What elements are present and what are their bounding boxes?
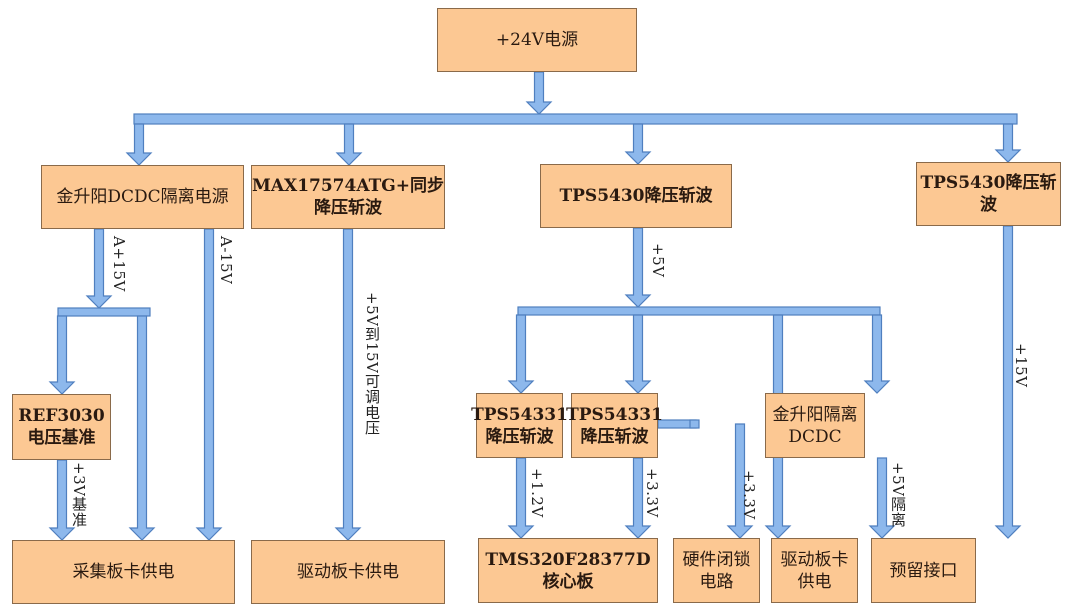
node-hardware-lock-circuit: 硬件闭锁 电路 bbox=[673, 538, 760, 603]
arrow-to-tps5430-a bbox=[624, 123, 652, 165]
label-plus-3v3-a: +3.3V bbox=[643, 468, 661, 518]
label-5v-to-15v-adjustable: +5V到15V可调电压 bbox=[363, 292, 381, 436]
arrow-to-tps54331-a bbox=[507, 314, 535, 394]
arrow-a-minus-15v bbox=[195, 228, 223, 541]
node-acquisition-board-power: 采集板卡供电 bbox=[12, 540, 235, 604]
arrow-3v3-to-core bbox=[624, 457, 652, 539]
label-a-plus-15v: A+15V bbox=[110, 236, 128, 292]
arrow-to-max17574 bbox=[335, 123, 363, 166]
arrow-15v-to-reserved bbox=[994, 225, 1022, 539]
arrow-1v2-to-core bbox=[507, 457, 535, 539]
node-24v-source: +24V电源 bbox=[437, 8, 637, 72]
arrow-a15-to-acq bbox=[128, 315, 156, 541]
node-tps54331-buck-a: TPS54331 降压斩波 bbox=[471, 393, 568, 458]
label-a-minus-15v: A-15V bbox=[217, 236, 235, 285]
node-max17574-buck: MAX17574ATG+同步 降压斩波 bbox=[251, 165, 445, 229]
arrow-a-plus-15v bbox=[85, 228, 113, 309]
arrow-to-jsy-dcdc bbox=[125, 123, 153, 166]
five-volt-bus bbox=[517, 306, 881, 316]
arrow-5v-iso-to-drive bbox=[868, 457, 896, 539]
label-plus-15v: +15V bbox=[1012, 343, 1030, 388]
label-plus-3v3-b: +3.3V bbox=[740, 470, 758, 520]
arrow-ref-to-acq bbox=[48, 459, 76, 541]
node-tps5430-buck-b: TPS5430降压斩波 bbox=[916, 162, 1061, 226]
arrow-max-to-drive bbox=[334, 228, 362, 541]
node-drive-board-power-2: 驱动板卡 供电 bbox=[771, 538, 858, 603]
arrow-to-tps54331-b bbox=[624, 314, 652, 394]
node-jsy-dcdc-isolated-supply: 金升阳DCDC隔离电源 bbox=[41, 165, 244, 229]
node-tps5430-buck-a: TPS5430降压斩波 bbox=[540, 164, 732, 228]
node-reserved-interface: 预留接口 bbox=[871, 538, 976, 603]
ref-split-bus bbox=[57, 307, 151, 317]
arrow-3v3-to-hw-lock bbox=[726, 423, 754, 539]
node-jsy-isolated-dcdc: 金升阳隔离 DCDC bbox=[765, 393, 865, 458]
main-bus bbox=[133, 113, 1018, 125]
arrow-to-ref3030 bbox=[48, 315, 76, 395]
arrow-plus-5v bbox=[624, 227, 652, 308]
node-drive-board-power: 驱动板卡供电 bbox=[251, 540, 445, 604]
node-tms320-core-board: TMS320F28377D核心板 bbox=[478, 538, 658, 603]
node-ref3030-reference: REF3030 电压基准 bbox=[12, 394, 111, 460]
label-plus-5v-isolated: +5V隔离 bbox=[889, 462, 907, 528]
arrow-to-jsy-iso bbox=[863, 314, 891, 394]
label-plus-5v: +5V bbox=[649, 243, 667, 278]
label-3v-reference: +3V基准 bbox=[70, 462, 88, 528]
arrow-source-to-bus bbox=[525, 71, 553, 115]
label-plus-1v2: +1.2V bbox=[528, 468, 546, 518]
pipe-elbow bbox=[689, 419, 700, 429]
node-tps54331-buck-b: TPS54331 降压斩波 bbox=[566, 393, 663, 458]
arrow-to-tps5430-b bbox=[994, 123, 1022, 163]
